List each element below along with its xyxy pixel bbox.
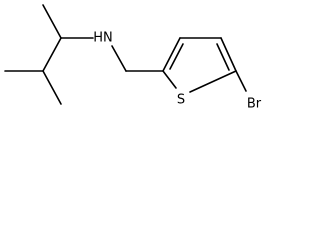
atom-label-sulfur: S bbox=[177, 93, 185, 108]
bond-methyl-c1 bbox=[42, 4, 62, 39]
molecule-structure: HN S Br bbox=[4, 4, 262, 112]
atom-label-bromine: Br bbox=[247, 97, 262, 112]
bond-nitrogen-ch2 bbox=[111, 45, 127, 72]
bond-c2-methyl-down bbox=[42, 70, 62, 105]
bond-c5-sulfur bbox=[189, 70, 237, 93]
bond-c1-c2 bbox=[42, 37, 62, 72]
atom-label-amine: HN bbox=[93, 31, 113, 46]
bond-c5-bromine bbox=[235, 70, 247, 92]
bond-c4-c5 bbox=[220, 37, 237, 72]
bond-c2-c3 bbox=[162, 37, 181, 72]
bond-c2-c3-double bbox=[169, 43, 184, 70]
bond-c2-sulfur bbox=[162, 70, 177, 89]
bond-c4-c5-double bbox=[216, 43, 230, 71]
